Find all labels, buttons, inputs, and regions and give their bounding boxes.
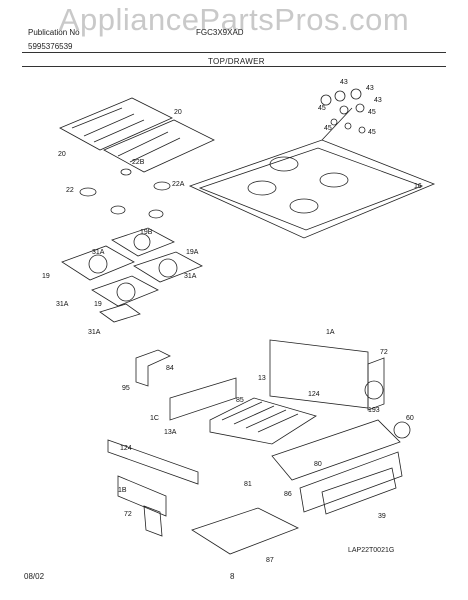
header-rule (22, 52, 446, 53)
burner-grates (59, 97, 215, 173)
callout: 84 (166, 365, 174, 372)
callout: 43 (366, 85, 374, 92)
callout: 22B (132, 159, 145, 166)
callout: 31A (184, 273, 197, 280)
callout: 60 (406, 415, 414, 422)
callout: 193 (368, 407, 380, 414)
callout: 87 (266, 557, 274, 564)
callout: 22 (66, 187, 74, 194)
burner-caps (79, 168, 171, 219)
callout: 16 (414, 183, 422, 190)
callout: 124 (308, 391, 320, 398)
section-rule (22, 66, 446, 67)
cooktop-panel (188, 107, 436, 239)
callout: 19 (42, 273, 50, 280)
publication-number: 5995376539 (28, 42, 73, 51)
callout: 20 (174, 109, 182, 116)
model-number: FGC3X9XAD (196, 28, 244, 37)
callout: 45 (318, 105, 326, 112)
callout: 19A (186, 249, 199, 256)
callout: 81 (244, 481, 252, 488)
callout: 13A (164, 429, 177, 436)
callout: 20 (58, 151, 66, 158)
burner-bases (61, 227, 203, 323)
publication-label: Publication No (28, 28, 80, 37)
callout: 31A (88, 329, 101, 336)
callout: 124 (120, 445, 132, 452)
callout: 1C (150, 415, 159, 422)
callout: 43 (374, 97, 382, 104)
callout: 95 (122, 385, 130, 392)
callout: 1B (118, 487, 127, 494)
callout: 45 (368, 109, 376, 116)
callout: 1A (326, 329, 335, 336)
callout: 80 (314, 461, 322, 468)
callout: 86 (284, 491, 292, 498)
callout: 31A (92, 249, 105, 256)
callout-labels: 20 20 22B 22 22A 16 19B 19A 19 31A 31A 3… (42, 79, 422, 564)
callout: 45 (368, 129, 376, 136)
footer-date: 08/02 (24, 572, 45, 581)
callout: 13 (258, 375, 266, 382)
callout: 19 (94, 301, 102, 308)
callout: 39 (378, 513, 386, 520)
callout: 85 (236, 397, 244, 404)
callout: 31A (56, 301, 69, 308)
callout: 19B (140, 229, 153, 236)
callout: 43 (340, 79, 348, 86)
callout: 22A (172, 181, 185, 188)
drawing-code: LAP22T0021G (348, 547, 395, 554)
callout: 72 (380, 349, 388, 356)
section-title: TOP/DRAWER (208, 57, 265, 66)
page-number: 8 (230, 572, 235, 581)
callout: 45 (324, 125, 332, 132)
callout: 72 (124, 511, 132, 518)
control-knobs (320, 88, 366, 134)
drawer-assembly (107, 339, 411, 555)
watermark: AppliancePartsPros.com (58, 2, 410, 37)
exploded-parts-diagram: 20 20 22B 22 22A 16 19B 19A 19 31A 31A 3… (42, 79, 436, 564)
